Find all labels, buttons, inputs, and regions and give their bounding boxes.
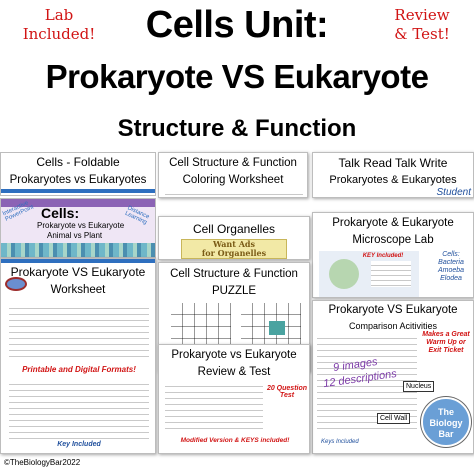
powerpoint-side-right: Distance Learning <box>123 205 151 226</box>
badge-review-line2: & Test! <box>394 25 450 43</box>
lab-included-badge: Lab Included! <box>4 6 114 44</box>
puzzle-subtitle: PUZZLE <box>211 285 257 297</box>
organelles-title: Cell Organelles <box>192 222 276 236</box>
powerpoint-subtitle1: Prokaryote vs Eukaryote <box>37 221 125 230</box>
powerpoint-panel: Interactive PowerPoint Cells: Prokaryote… <box>0 198 156 258</box>
coloring-lines <box>165 189 303 197</box>
logo-line1: The <box>437 407 454 417</box>
microscope-panel: Prokaryote & Eukaryote Microscope Lab KE… <box>312 212 474 298</box>
microscope-image <box>319 251 419 297</box>
review-subtitle: Review & Test <box>197 366 271 378</box>
header: Lab Included! Cells Unit: Review & Test!… <box>0 0 474 152</box>
page-subtitle: Prokaryote VS Eukaryote <box>45 58 429 95</box>
worksheet-lines-2 <box>9 379 149 439</box>
talk-panel: Talk Read Talk Write Prokaryotes & Eukar… <box>312 152 474 198</box>
logo-line3: Bar <box>438 429 454 439</box>
coloring-title: Cell Structure & Function <box>169 157 297 169</box>
comparison-subtitle: Comparison Acitivities <box>348 321 438 331</box>
comparison-key: Keys Included <box>321 439 359 445</box>
label-cellwall: Cell Wall <box>377 413 411 424</box>
powerpoint-topbar <box>1 199 155 207</box>
review-test-badge: Review & Test! <box>370 6 474 44</box>
want-ads-line2: for Organelles <box>201 248 267 258</box>
cells-label: Cells: <box>442 251 460 258</box>
review-panel: Prokaryote vs Eukaryote Review & Test 20… <box>158 344 310 454</box>
microscope-lines <box>371 261 411 287</box>
badge-lab-line1: Lab <box>44 6 74 24</box>
puzzle-piece-icon <box>269 321 285 335</box>
logo-line2: Biology <box>429 418 463 428</box>
talk-subtitle: Prokaryotes & Eukaryotes <box>329 174 457 186</box>
badge-lab-line2: Included! <box>22 25 96 43</box>
review-question-test: 20 Question Test <box>266 385 308 399</box>
foldable-subtitle: Prokaryotes vs Eukaryotes <box>9 174 147 186</box>
review-lines <box>165 381 263 433</box>
organelles-panel: Cell Organelles Want Ads for Organelles <box>158 216 310 260</box>
puzzle-title: Cell Structure & Function <box>170 268 298 280</box>
foldable-bar <box>1 189 155 193</box>
want-ads-banner: Want Ads for Organelles <box>181 239 287 259</box>
worksheet-topbar <box>1 259 155 263</box>
coloring-panel: Cell Structure & Function Coloring Works… <box>158 152 308 198</box>
worksheet-lines <box>9 303 149 359</box>
biology-bar-logo: The Biology Bar <box>421 397 471 447</box>
badge-review-line1: Review <box>394 6 450 24</box>
worksheet-title: Prokaryote VS Eukaryote <box>10 265 146 279</box>
microscope-subtitle: Microscope Lab <box>352 234 434 246</box>
copyright-footer: ©TheBiologyBar2022 <box>4 458 81 467</box>
comparison-panel: Prokaryote VS Eukaryote Comparison Aciti… <box>312 300 474 454</box>
coloring-subtitle: Coloring Worksheet <box>182 174 284 186</box>
want-ads-line1: Want Ads <box>212 239 256 249</box>
talk-title: Talk Read Talk Write <box>338 156 448 170</box>
cell-amoeba: Amoeba <box>437 267 465 274</box>
powerpoint-title: Cells: <box>41 205 80 221</box>
microscope-title: Prokaryote & Eukaryote <box>332 217 454 229</box>
comparison-note: Makes a Great Warm Up or Exit Ticket <box>422 331 470 354</box>
worksheet-formats: Printable and Digital Formats! <box>22 365 136 374</box>
foldable-panel: Cells - Foldable Prokaryotes vs Eukaryot… <box>0 152 156 196</box>
cell-bacteria: Bacteria <box>438 259 464 266</box>
review-title: Prokaryote vs Eukaryote <box>171 349 297 361</box>
worksheet-panel: Prokaryote VS Eukaryote Worksheet Printa… <box>0 258 156 454</box>
label-nucleus: Nucleus <box>403 381 435 392</box>
powerpoint-cells-image <box>1 243 155 257</box>
bacteria-icon <box>5 277 27 291</box>
cell-elodea: Elodea <box>440 275 462 282</box>
worksheet-key: Key Included <box>57 441 101 448</box>
comparison-title: Prokaryote VS Eukaryote <box>328 304 458 316</box>
page-subheading: Structure & Function <box>117 115 357 142</box>
powerpoint-subtitle2: Animal vs Plant <box>47 231 103 240</box>
review-modified-note: Modified Version & KEYS included! <box>180 437 290 444</box>
talk-student-tag: Student <box>436 187 471 198</box>
microscope-slide-icon <box>329 259 359 289</box>
worksheet-subtitle: Worksheet <box>50 284 106 296</box>
page-title: Cells Unit: <box>145 4 329 46</box>
microscope-key-note: KEY Included! <box>362 253 404 259</box>
microscope-cells-list: Cells: Bacteria Amoeba Elodea <box>429 251 473 283</box>
foldable-title: Cells - Foldable <box>36 155 120 169</box>
